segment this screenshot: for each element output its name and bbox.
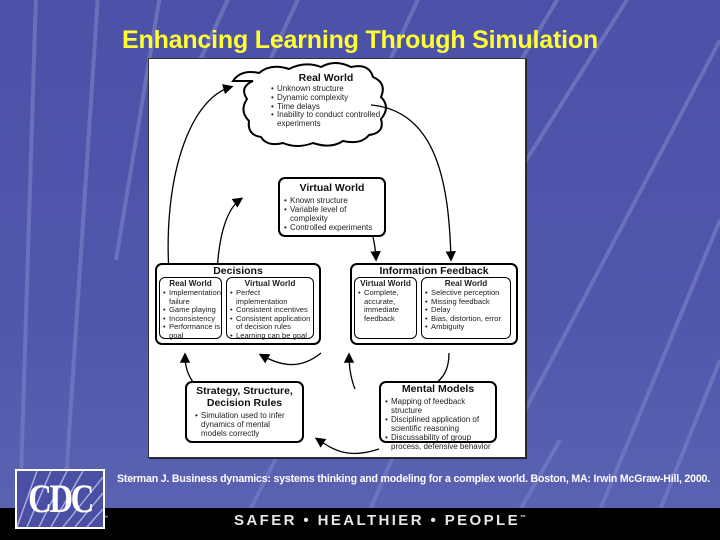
sub-title: Real World xyxy=(169,279,212,288)
list-item: Mapping of feedback structure xyxy=(385,397,495,415)
list-item: Complete, accurate, immediate feedback xyxy=(358,288,416,323)
list-item: Controlled experiments xyxy=(284,223,384,232)
real-world-title: Real World xyxy=(298,72,354,84)
list-item: Implementation failure xyxy=(163,288,221,306)
list-item: Inconsistency xyxy=(163,314,221,324)
mental-models-title: Mental Models xyxy=(401,383,475,395)
strategy-node: Strategy, Structure, Decision Rules Simu… xyxy=(185,381,304,443)
decisions-real-world: Real World Implementation failure Game p… xyxy=(159,277,222,340)
feedback-real-world: Real World Selective perception Missing … xyxy=(421,277,511,339)
information-feedback-title: Information Feedback xyxy=(379,265,489,277)
logo-rays-icon xyxy=(17,471,103,527)
list-item: Learning can be goal xyxy=(230,331,313,341)
feedback-virtual-world: Virtual World Complete, accurate, immedi… xyxy=(354,277,417,339)
decorative-stripes xyxy=(18,0,720,510)
list-item: Consistent application of decision rules xyxy=(230,314,313,332)
decisions-virtual-world: Virtual World Perfect implementation Con… xyxy=(226,277,314,341)
logo-text: CDC xyxy=(28,476,94,521)
list-item: Disciplined application of scientific re… xyxy=(385,415,495,433)
list-item: Inability to conduct controlled experime… xyxy=(271,111,381,129)
strategy-title: Strategy, Structure, Decision Rules xyxy=(196,385,293,409)
decisions-node: Decisions Real World Implementation fail… xyxy=(155,263,321,345)
sub-title: Virtual World xyxy=(244,279,296,288)
list-item: Dynamic complexity xyxy=(271,93,381,103)
list-item: Selective perception xyxy=(425,288,510,298)
sub-title: Real World xyxy=(444,279,488,288)
list-item: Discussability of group process, defensi… xyxy=(385,433,495,451)
mental-models-node: Mental Models Mapping of feedback struct… xyxy=(379,381,497,451)
list-item: Delay xyxy=(425,306,510,315)
learning-loop-diagram: Real World Unknown structure Dynamic com… xyxy=(148,58,526,458)
tagline-text: SAFER • HEALTHIER • PEOPLE xyxy=(234,512,520,529)
list-item: Variable level of complexity xyxy=(284,205,384,223)
list-item: Missing feedback xyxy=(425,297,510,307)
list-item: Bias, distortion, error xyxy=(425,314,510,324)
real-world-node: Real World Unknown structure Dynamic com… xyxy=(271,72,381,129)
list-item: Simulation used to infer dynamics of men… xyxy=(195,411,294,438)
list-item: Consistent incentives xyxy=(230,306,313,315)
sub-title: Virtual World xyxy=(360,279,411,288)
tagline: SAFER • HEALTHIER • PEOPLE™ xyxy=(0,512,720,529)
virtual-world-node: Virtual World Known structure Variable l… xyxy=(278,177,386,237)
list-item: Perfect implementation xyxy=(230,288,313,306)
footer-bar xyxy=(0,508,720,540)
list-item: Unknown structure xyxy=(271,84,381,94)
list-item: Ambiguity xyxy=(425,323,510,332)
list-item: Performance is goal xyxy=(163,323,221,340)
virtual-world-title: Virtual World xyxy=(299,182,365,194)
list-item: Time delays xyxy=(271,102,381,112)
cdc-logo: CDC xyxy=(15,469,105,529)
logo-trademark: ™ xyxy=(103,515,108,521)
list-item: Game playing xyxy=(163,306,221,315)
tagline-trademark: ™ xyxy=(519,515,526,521)
decisions-title: Decisions xyxy=(213,265,263,277)
slide-title: Enhancing Learning Through Simulation xyxy=(122,25,598,54)
information-feedback-node: Information Feedback Virtual World Compl… xyxy=(350,263,518,345)
citation: Sterman J. Business dynamics: systems th… xyxy=(117,473,710,485)
list-item: Known structure xyxy=(284,196,384,205)
